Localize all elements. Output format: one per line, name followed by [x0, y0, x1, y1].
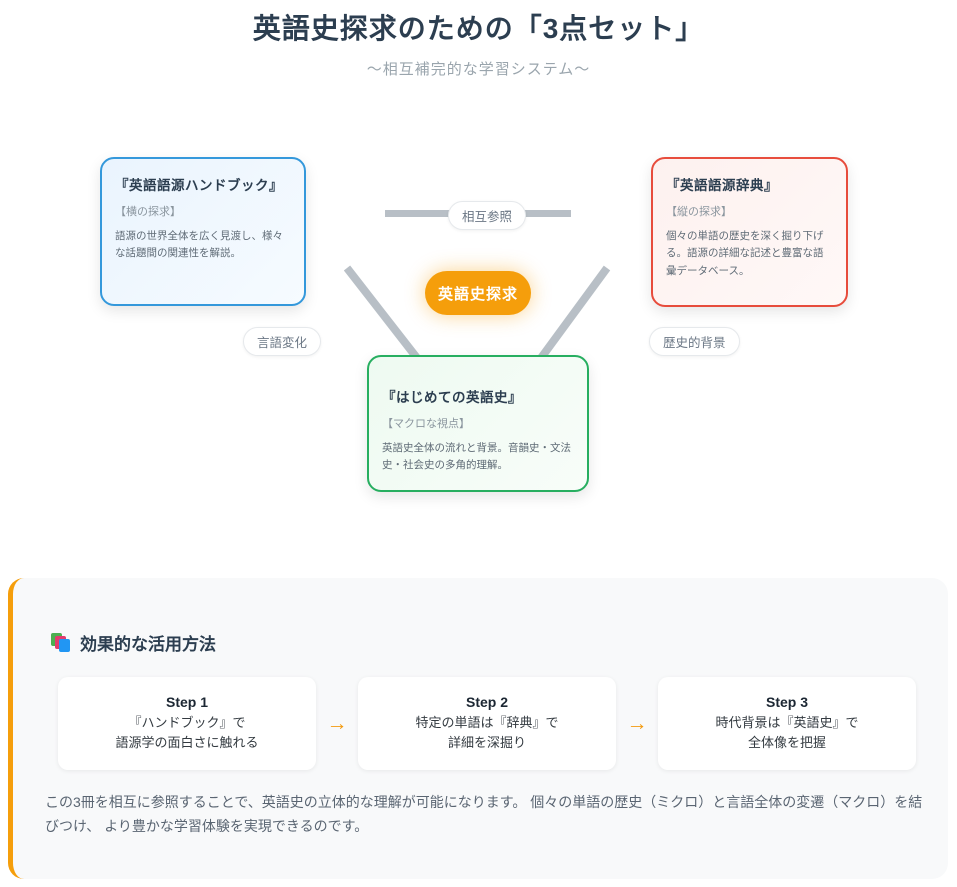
diagonal-line-right — [537, 265, 611, 361]
step-line-1: 時代背景は『英語史』で — [715, 714, 859, 730]
step-line-1: 特定の単語は『辞典』で — [415, 714, 559, 730]
step-line-2: 詳細を深掘り — [447, 735, 526, 750]
card-axis-label: 【マクロな視点】 — [382, 418, 470, 430]
usage-note: この3冊を相互に参照することで、英語史の立体的な理解が可能になります。 個々の単… — [45, 794, 923, 834]
card-title: 『英語語源ハンドブック』 — [115, 178, 283, 193]
card-title: 『英語語源辞典』 — [666, 178, 778, 193]
arrow-right-icon: → — [626, 711, 648, 735]
card-description: 英語史全体の流れと背景。音韻史・文法史・社会史の多角的理解。 — [382, 442, 571, 472]
step-label: Step 2 — [465, 693, 508, 710]
card-etymology-handbook: 『英語語源ハンドブック』 【横の探求】 語源の世界全体を広く見渡し、様々な話題間… — [100, 157, 306, 306]
card-etymology-dictionary: 『英語語源辞典』 【縦の探求】 個々の単語の歴史を深く掘り下げる。語源の詳細な記… — [651, 157, 848, 307]
step-line-1: 『ハンドブック』で — [128, 714, 246, 730]
step-card-2: Step 2 特定の単語は『辞典』で 詳細を深掘り — [358, 677, 616, 770]
card-description: 個々の単語の歴史を深く掘り下げる。語源の詳細な記述と豊富な語彙データベース。 — [666, 230, 824, 277]
connector-lines — [343, 265, 611, 361]
card-description: 語源の世界全体を広く見渡し、様々な話題間の関連性を解説。 — [115, 230, 283, 260]
books-icon — [51, 633, 71, 652]
step-label: Step 3 — [765, 693, 808, 710]
tag-language-change: 言語変化 — [243, 327, 322, 356]
usage-section-panel: 効果的な活用方法 Step 1 『ハンドブック』で 語源学の面白さに触れる → … — [8, 578, 948, 879]
card-first-english-history: 『はじめての英語史』 【マクロな視点】 英語史全体の流れと背景。音韻史・文法史・… — [367, 355, 589, 492]
tag-historical-background: 歴史的背景 — [649, 327, 740, 356]
card-axis-label: 【縦の探求】 — [666, 206, 732, 218]
arrow-right-icon: → — [326, 711, 348, 735]
step-line-2: 全体像を把握 — [747, 735, 826, 750]
cross-reference-label: 相互参照 — [448, 201, 527, 230]
step-card-3: Step 3 時代背景は『英語史』で 全体像を把握 — [658, 677, 916, 770]
card-axis-label: 【横の探求】 — [115, 206, 181, 218]
diagonal-line-left — [343, 265, 421, 361]
page-subtitle: 〜相互補完的な学習システム〜 — [366, 61, 591, 78]
center-node-english-history-quest: 英語史探求 — [425, 271, 531, 315]
step-label: Step 1 — [165, 693, 208, 710]
card-title: 『はじめての英語史』 — [382, 390, 522, 405]
step-line-2: 語源学の面白さに触れる — [115, 735, 259, 750]
page-title: 英語史探求のための「3点セット」 — [252, 13, 705, 44]
usage-heading-text: 効果的な活用方法 — [80, 635, 216, 654]
step-card-1: Step 1 『ハンドブック』で 語源学の面白さに触れる — [58, 677, 316, 770]
usage-section-heading: 効果的な活用方法 — [51, 630, 216, 655]
steps-row: Step 1 『ハンドブック』で 語源学の面白さに触れる → Step 2 特定… — [58, 677, 916, 770]
